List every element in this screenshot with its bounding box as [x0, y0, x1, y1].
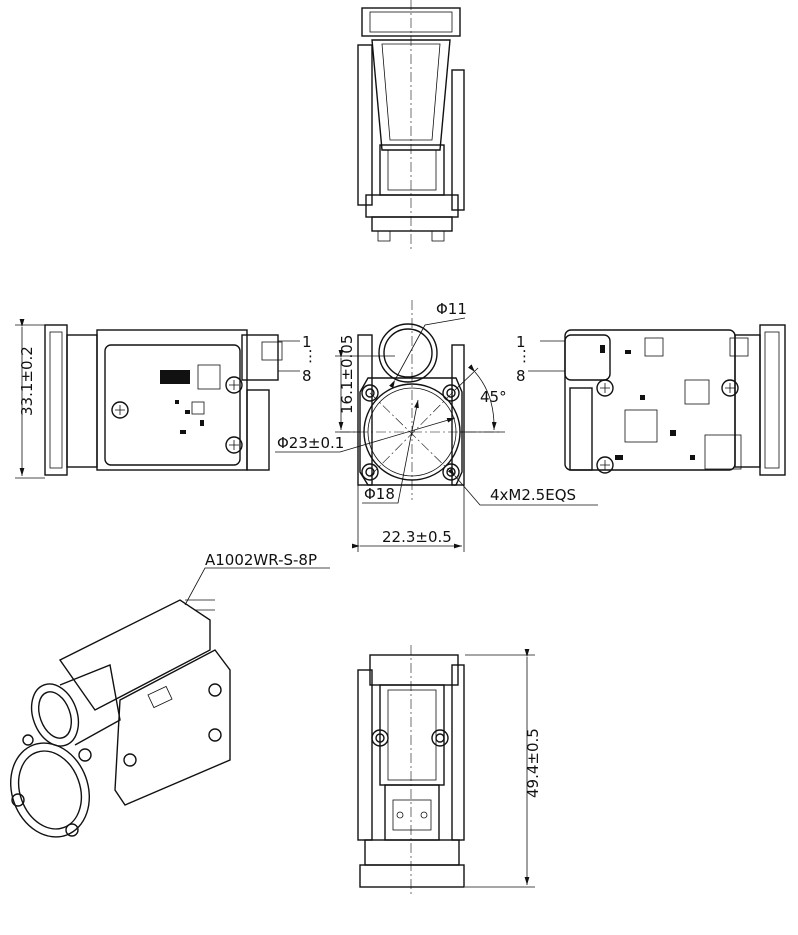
front-view: Φ11 16.1±0.05 45° Φ23±0.1 Φ18 4xM2.5EQS …	[275, 300, 598, 552]
pin-1-label: 1	[302, 333, 312, 351]
pin-8-label-right: 8	[516, 367, 526, 385]
dim-lens-offset: 16.1±0.05	[338, 335, 356, 414]
left-side-view: 1 ⋮ 8 33.1±0.2	[15, 319, 318, 479]
dim-width: 22.3±0.5	[382, 528, 452, 546]
dim-length: 49.4±0.5	[524, 728, 542, 798]
connector-label: A1002WR-S-8P	[205, 551, 317, 569]
pin-ellipsis-right: ⋮	[517, 347, 532, 365]
bottom-view: 49.4±0.5	[357, 645, 542, 895]
right-side-view: 1 ⋮ 8	[516, 324, 786, 476]
pin-ellipsis: ⋮	[303, 347, 318, 365]
isometric-view: A1002WR-S-8P	[9, 551, 330, 838]
dim-small-lens-dia: Φ11	[436, 300, 467, 318]
pin-1-label-right: 1	[516, 333, 526, 351]
dim-large-lens-dia: Φ23±0.1	[277, 434, 344, 452]
dim-height-side: 33.1±0.2	[18, 346, 36, 416]
dim-inner-dia: Φ18	[364, 485, 395, 503]
top-view	[357, 0, 465, 250]
dim-angle: 45°	[480, 388, 507, 406]
pin-8-label: 8	[302, 367, 312, 385]
dim-screws: 4xM2.5EQS	[490, 486, 576, 504]
